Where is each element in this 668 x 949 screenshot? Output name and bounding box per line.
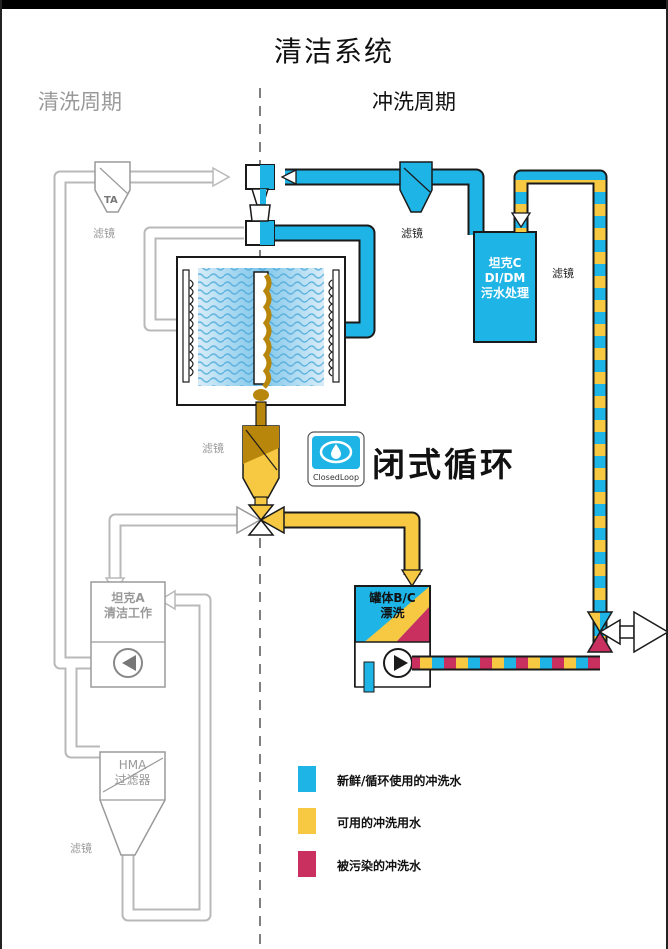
arrow-left-icon [158, 589, 176, 611]
ta-filter-label: 滤镜 [93, 227, 115, 240]
hma-label: HMA 过滤器 [114, 758, 151, 787]
tank-c [473, 231, 537, 343]
rinse-pipes-blue [275, 170, 483, 337]
drain-filter-label: 滤镜 [202, 442, 224, 455]
blue-arrow-icon [280, 168, 297, 186]
legend-label-contaminated: 被污染的冲洗水 [337, 859, 422, 873]
rinse-filter-label: 滤镜 [401, 227, 423, 240]
diverter-valve-right [586, 610, 668, 654]
drain-filter [242, 425, 280, 499]
legend-swatch-magenta [298, 851, 316, 877]
closed-loop-icon [307, 431, 365, 487]
tank-c-label: 坦克C DI/DM 污水处理 [480, 256, 529, 300]
legend-label-usable: 可用的冲洗用水 [337, 816, 422, 830]
diverter-valve-left [236, 505, 262, 535]
tank-bc-label: 罐体B/C 漂洗 [369, 591, 416, 620]
phase-rinse-label: 冲洗周期 [372, 90, 456, 114]
legend-label-fresh: 新鲜/循环使用的冲洗水 [337, 774, 462, 788]
return-pipe-mixed [515, 171, 606, 650]
ta-label: TA [104, 195, 118, 206]
phase-cleaning-label: 清洗周期 [38, 90, 122, 114]
tank-a-label: 坦克A 清洁工作 [103, 591, 152, 620]
top-border [0, 0, 668, 9]
tank-bc-pump [383, 648, 413, 678]
tank-a-pump [113, 648, 143, 678]
wash-chamber [176, 256, 346, 406]
ta-filter [94, 161, 131, 213]
arrow-to-valve-icon [212, 166, 231, 188]
top-valve [245, 164, 275, 246]
page-title: 清洁系统 [273, 35, 394, 68]
yellow-arrow-icon [400, 569, 424, 588]
drain-pipe [255, 401, 267, 427]
hma-filter-label: 滤镜 [70, 842, 92, 855]
diverter-valve-center [247, 504, 285, 536]
yellow-pipe [283, 513, 419, 575]
rinse-filter-top [399, 161, 433, 213]
hma-filter [99, 751, 166, 856]
yellow-pipe-outline [283, 511, 421, 575]
legend-swatch-blue [298, 766, 316, 792]
closed-loop-heading: 闭式循环 [372, 445, 516, 484]
legend-swatch-yellow [298, 808, 316, 834]
clean-cycle-pipes-inner [55, 172, 244, 920]
return-filter-label: 滤镜 [552, 267, 574, 280]
down-arrow-icon [510, 212, 532, 229]
tank-bc-riser [363, 661, 375, 693]
closed-loop-badge-text: ClosedLoop [312, 473, 360, 482]
